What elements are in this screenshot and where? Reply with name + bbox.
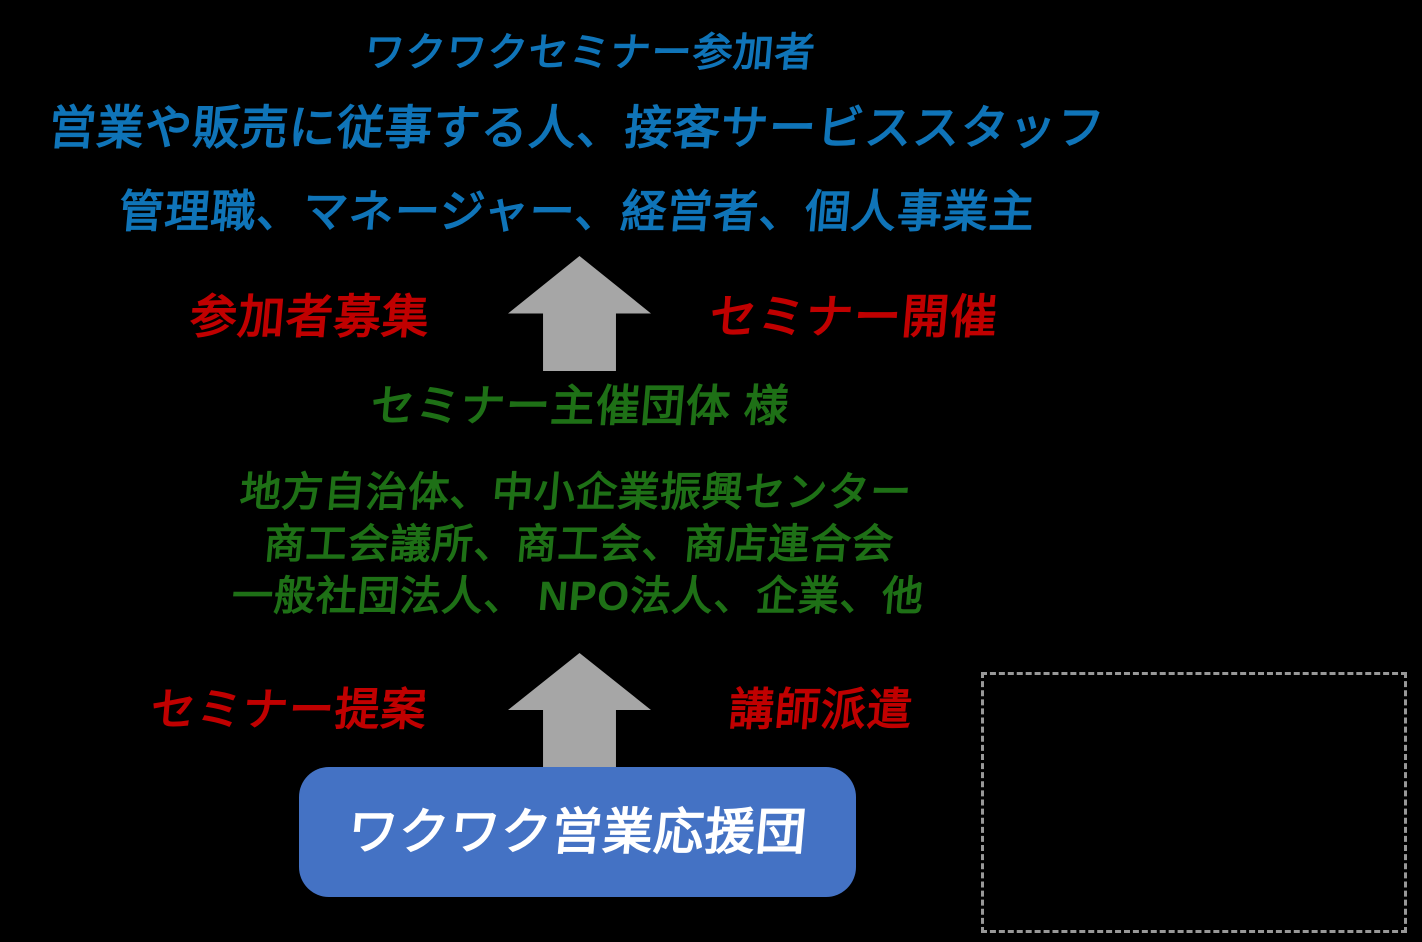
lower-flow-left-label: セミナー提案 [148,684,430,735]
up-arrow-icon [508,256,651,371]
support-group-box: ワクワク営業応援団 [299,767,856,897]
organizer-line-1: 地方自治体、中小企業振興センター [238,469,915,515]
upper-flow-right-label: セミナー開催 [707,290,1001,343]
audience-title: ワクワクセミナー参加者 [362,31,818,75]
organizer-line-3: 一般社団法人、 NPO法人、企業、他 [229,573,927,619]
organizer-line-2: 商工会議所、商工会、商店連合会 [262,521,897,567]
support-group-label: ワクワク営業応援団 [345,804,810,860]
audience-line-1: 営業や販売に従事する人、接客サービススタッフ [46,101,1108,154]
upper-flow-left-label: 参加者募集 [187,290,433,343]
up-arrow-icon [508,653,651,767]
lower-flow-right-label: 講師派遣 [726,684,916,735]
placeholder-dashed-box [981,672,1407,933]
audience-line-2: 管理職、マネージャー、経営者、個人事業主 [116,186,1038,237]
organizer-title: セミナー主催団体 様 [368,382,792,431]
